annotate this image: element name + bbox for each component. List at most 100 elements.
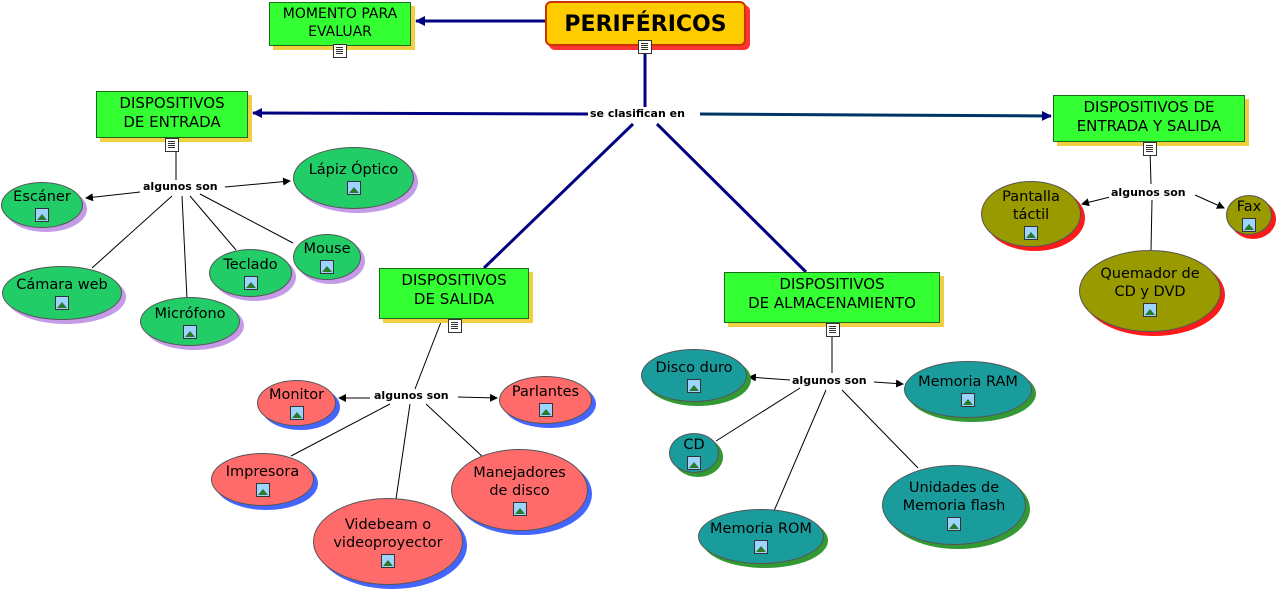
node-mouse-label: Mouse	[303, 241, 351, 257]
image-icon[interactable]	[687, 456, 701, 470]
edge-io-touch	[1081, 196, 1111, 207]
category-io-document-icon[interactable]	[1143, 142, 1157, 156]
category-io-line2: ENTRADA Y SALIDA	[1076, 117, 1222, 135]
image-icon[interactable]	[1242, 218, 1256, 232]
link-label-output-some: algunos son	[372, 389, 451, 402]
edge-input-lightpen	[224, 177, 291, 188]
root-title: PERIFÉRICOS	[564, 12, 727, 37]
category-output-document-icon[interactable]	[448, 319, 462, 333]
category-io-line1: DISPOSITIVOS DE	[1083, 98, 1215, 116]
edge-classify-storage	[655, 122, 808, 274]
node-disk-drives[interactable]: Manejadores de disco	[451, 449, 588, 531]
node-speakers[interactable]: Parlantes	[499, 376, 592, 424]
image-icon[interactable]	[1024, 226, 1038, 240]
evaluate-line1: MOMENTO PARA	[282, 6, 398, 22]
image-icon[interactable]	[289, 406, 304, 420]
node-fax-label: Fax	[1236, 199, 1262, 215]
evaluate-node[interactable]: MOMENTO PARA EVALUAR	[269, 2, 411, 46]
edge-input-mouse	[199, 193, 294, 244]
category-storage-line2: DE ALMACENAMIENTO	[748, 294, 916, 312]
image-icon[interactable]	[381, 553, 395, 568]
category-output[interactable]: DISPOSITIVOS DE SALIDA	[379, 268, 529, 319]
category-input-line1: DISPOSITIVOS	[119, 94, 225, 112]
image-icon[interactable]	[538, 403, 553, 417]
node-rom-label: Memoria ROM	[710, 520, 812, 537]
node-monitor[interactable]: Monitor	[257, 380, 336, 426]
node-burner-line1: Quemador de	[1100, 266, 1200, 282]
root-node[interactable]: PERIFÉRICOS	[545, 1, 746, 46]
image-icon[interactable]	[346, 181, 361, 195]
category-storage-document-icon[interactable]	[826, 323, 840, 337]
node-touch-line1: Pantalla	[1002, 189, 1060, 205]
node-scanner-label: Escáner	[13, 189, 71, 205]
image-icon[interactable]	[320, 260, 334, 274]
edge-output-some	[414, 321, 442, 390]
node-lightpen-label: Lápiz Óptico	[308, 162, 399, 178]
edge-io-fax	[1194, 194, 1225, 209]
node-projector-line1: Videbeam o	[344, 516, 432, 533]
node-cd[interactable]: CD	[669, 433, 719, 473]
category-input-document-icon[interactable]	[165, 138, 179, 152]
node-keyboard[interactable]: Teclado	[209, 249, 292, 297]
image-icon[interactable]	[961, 392, 975, 407]
image-icon[interactable]	[512, 502, 527, 516]
edge-storage-flash	[841, 389, 919, 469]
node-burner[interactable]: Quemador de CD y DVD	[1079, 250, 1221, 332]
image-icon[interactable]	[947, 517, 961, 531]
evaluate-document-icon[interactable]	[333, 44, 347, 58]
image-icon[interactable]	[243, 276, 258, 290]
node-webcam-label: Cámara web	[16, 277, 108, 293]
node-rom[interactable]: Memoria ROM	[698, 509, 824, 564]
node-ram[interactable]: Memoria RAM	[904, 361, 1032, 418]
node-flash[interactable]: Unidades de Memoria flash	[882, 465, 1026, 545]
node-ram-label: Memoria RAM	[918, 373, 1018, 390]
edge-input-scanner	[85, 191, 141, 202]
node-fax[interactable]: Fax	[1226, 195, 1272, 235]
edge-storage-rom	[773, 389, 827, 512]
image-icon[interactable]	[687, 378, 701, 393]
category-input[interactable]: DISPOSITIVOS DE ENTRADA	[96, 91, 248, 138]
node-harddisk-label: Disco duro	[655, 359, 733, 376]
link-label-storage-some: algunos son	[790, 374, 869, 387]
image-icon[interactable]	[1143, 303, 1157, 317]
node-harddisk[interactable]: Disco duro	[641, 349, 747, 402]
node-printer[interactable]: Impresora	[211, 453, 314, 506]
node-touch-line2: táctil	[1012, 207, 1050, 223]
edge-output-printer	[290, 403, 391, 457]
category-output-line2: DE SALIDA	[413, 290, 495, 308]
node-speakers-label: Parlantes	[511, 384, 580, 400]
node-mouse[interactable]: Mouse	[293, 234, 361, 280]
node-microphone[interactable]: Micrófono	[140, 297, 240, 346]
edge-input-keyboard	[189, 195, 237, 251]
edge-classify-output	[482, 122, 635, 270]
node-flash-line1: Unidades de	[908, 480, 1000, 496]
edge-storage-harddisk	[748, 373, 791, 382]
node-projector-line2: videoproyector	[333, 534, 443, 551]
edge-input-webcam	[91, 195, 173, 269]
edge-storage-cd	[715, 387, 801, 442]
node-scanner[interactable]: Escáner	[1, 182, 83, 228]
node-disk-line1: Manejadores	[473, 465, 566, 481]
node-webcam[interactable]: Cámara web	[2, 266, 122, 320]
node-projector[interactable]: Videbeam o videoproyector	[313, 498, 463, 585]
root-document-icon[interactable]	[638, 40, 652, 54]
image-icon[interactable]	[255, 482, 270, 497]
edge-input-microphone	[181, 195, 188, 300]
image-icon[interactable]	[183, 324, 197, 339]
image-icon[interactable]	[55, 296, 69, 310]
category-storage[interactable]: DISPOSITIVOS DE ALMACENAMIENTO	[724, 272, 940, 323]
node-keyboard-label: Teclado	[223, 257, 278, 273]
node-lightpen[interactable]: Lápiz Óptico	[293, 147, 414, 209]
image-icon[interactable]	[35, 208, 49, 222]
image-icon[interactable]	[754, 539, 768, 554]
node-monitor-label: Monitor	[268, 387, 325, 403]
link-label-classify: se clasifican en	[588, 107, 687, 120]
edge-output-disk	[425, 403, 485, 459]
category-io[interactable]: DISPOSITIVOS DE ENTRADA Y SALIDA	[1053, 95, 1245, 142]
node-disk-line2: de disco	[489, 483, 550, 499]
node-burner-line2: CD y DVD	[1114, 284, 1186, 300]
edge-storage-ram	[873, 379, 904, 388]
node-touchscreen[interactable]: Pantalla táctil	[981, 181, 1081, 247]
node-printer-label: Impresora	[225, 463, 300, 480]
